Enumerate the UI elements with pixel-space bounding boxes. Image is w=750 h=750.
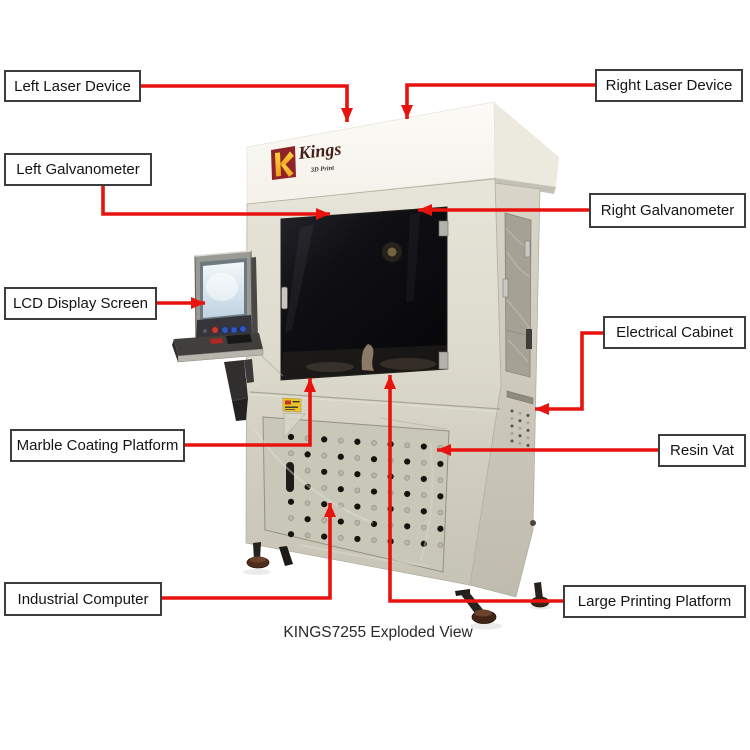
window-hinge-bottom <box>438 351 449 370</box>
logo-tagline-text: 3D Print <box>309 165 334 175</box>
door-handle-slot <box>286 462 294 492</box>
label-marble-coating-platform: Marble Coating Platform <box>10 429 185 462</box>
diagram-caption: KINGS7255 Exploded View <box>283 624 473 641</box>
electrical-cabinet-door <box>502 212 532 378</box>
label-text: Industrial Computer <box>17 590 149 608</box>
label-text: Right Laser Device <box>605 77 733 94</box>
label-industrial-computer: Industrial Computer <box>4 582 162 616</box>
power-button <box>211 326 219 334</box>
label-text: Marble Coating Platform <box>16 437 179 454</box>
mouse <box>210 338 223 344</box>
top-cap-right-face <box>494 102 559 187</box>
viewing-window <box>280 206 449 381</box>
tray-bracket <box>224 360 248 401</box>
label-left-laser-device: Left Laser Device <box>4 70 141 102</box>
label-text: Right Galvanometer <box>600 202 735 219</box>
label-text: Electrical Cabinet <box>616 324 733 341</box>
logo-k-icon <box>275 152 281 177</box>
side-door-hinge <box>502 278 509 298</box>
label-left-galvanometer: Left Galvanometer <box>4 153 152 186</box>
window-handle <box>281 286 288 310</box>
label-lcd-display-screen: LCD Display Screen <box>4 287 157 320</box>
keyboard <box>226 334 252 344</box>
label-electrical-cabinet: Electrical Cabinet <box>603 316 746 349</box>
label-right-laser-device: Right Laser Device <box>595 69 743 102</box>
logo-brand-text: Kings <box>296 139 342 163</box>
label-text: LCD Display Screen <box>12 295 149 312</box>
label-right-galvanometer: Right Galvanometer <box>589 193 746 228</box>
control-button <box>221 326 229 334</box>
label-text: Large Printing Platform <box>577 593 732 610</box>
label-text: Left Laser Device <box>14 77 131 95</box>
label-large-printing-platform: Large Printing Platform <box>563 585 746 618</box>
window-hinge-top <box>438 220 449 237</box>
label-resin-vat: Resin Vat <box>658 434 746 467</box>
interior-object <box>361 344 374 371</box>
label-text: Left Galvanometer <box>16 161 140 178</box>
label-text: Resin Vat <box>670 442 734 459</box>
kings-logo: Kings 3D Print <box>271 139 342 180</box>
side-door-handle <box>524 240 531 258</box>
lcd-display-assembly <box>194 250 258 345</box>
side-door-latch <box>526 329 532 349</box>
